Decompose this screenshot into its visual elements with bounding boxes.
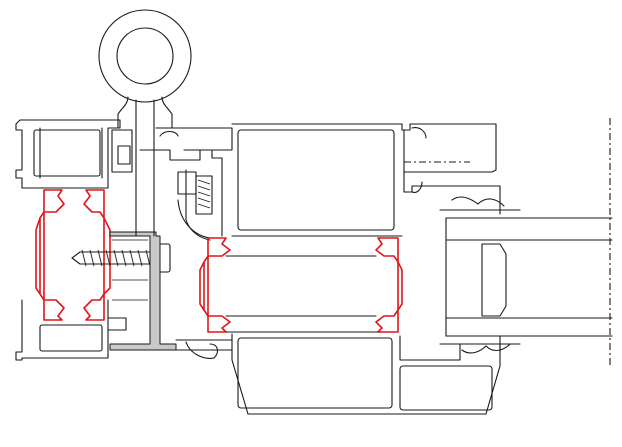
main-profile-upper — [231, 123, 501, 237]
central-stem — [111, 129, 181, 237]
steel-reinforcement — [109, 231, 177, 351]
lifting-eye — [98, 9, 192, 141]
anchor-screw — [71, 243, 171, 273]
glazing-panel — [439, 185, 613, 354]
left-thermal-break — [35, 189, 111, 321]
left-frame-profile — [15, 119, 127, 361]
right-thermal-break — [199, 237, 403, 333]
main-profile-lower — [175, 255, 501, 415]
clamp-bolt — [155, 127, 233, 241]
